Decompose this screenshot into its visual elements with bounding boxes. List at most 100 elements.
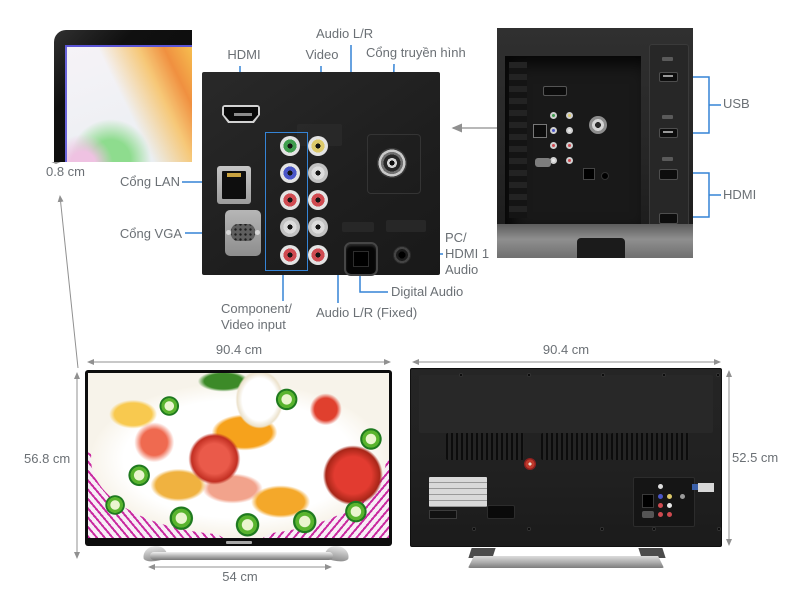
screw [527,373,531,377]
photo-vent-ridges [509,62,527,218]
audio-fixed-label: Audio L/R (Fixed) [316,305,418,320]
photo-rca-red [566,157,573,164]
photo-rca-green [550,112,557,119]
photo-antenna-barrel [589,116,607,134]
bezel-leader-arrow [57,195,79,369]
screw [601,373,605,377]
lan-port-contacts [227,173,241,177]
component-group-outline [265,132,308,271]
vent-grille [541,433,608,460]
antenna-label: Cổng truyền hình [366,45,466,60]
back-height-label: 52.5 cm [732,450,779,465]
back-port-dot [658,512,663,517]
stand-bar-front [150,552,333,560]
hdmi-port [222,105,260,123]
photo-hdmi-marking [662,157,673,161]
rca-jack-audio-fixed-l [308,217,328,237]
back-logo-badge [524,458,536,470]
back-small-sticker [698,483,714,492]
component-label: Component/ Video input [221,301,292,333]
front-height-label: 56.8 cm [24,451,71,466]
hdmi-port-cavity [224,107,258,121]
photo-mini-lan [533,124,547,138]
back-port-recess [633,477,695,527]
back-vga-port [642,511,654,518]
hdmi-port-pins [234,113,252,116]
tv-front-screen [88,373,389,538]
vent-grille [611,433,689,460]
photo-usb-marking [662,115,673,119]
photo-usb-port-2 [659,128,678,138]
back-port-dot [658,503,663,508]
back-port-dot [658,494,663,499]
photo-rca-blue [550,127,557,134]
rca-jack-audio-l [308,163,328,183]
front-width-label: 90.4 cm [215,342,263,357]
pc-audio-label: PC/ HDMI 1 Audio [445,230,489,278]
screw [652,527,656,531]
audio-lr-label: Audio L/R [316,26,374,41]
power-connector [487,505,515,519]
back-port-dot [667,503,672,508]
photo-stand-foot [577,238,625,258]
pc-audio-label-line3: Audio [445,262,479,277]
optical-port-cavity [353,251,369,267]
side-ports-photo [497,28,693,258]
rca-jack-component-pr [280,190,300,210]
photo-rca-red [550,142,557,149]
stand-width-label: 54 cm [222,569,258,584]
hdmi-photo-label: HDMI [723,187,757,202]
serial-sticker [429,510,457,519]
photo-port-recess [505,56,641,224]
rca-jack-audio-fixed-r [308,245,328,265]
lan-port [217,166,251,204]
digital-audio-label: Digital Audio [391,284,464,299]
back-width-label: 90.4 cm [542,342,590,357]
screw [527,527,531,531]
panel-molding [342,222,374,232]
photo-mini-jack [601,172,609,180]
rca-jack-audio-r [308,190,328,210]
stand-bar-back [468,556,664,568]
pc-audio-label-line1: PC/ [445,230,467,245]
component-label-line2: Video input [221,317,286,332]
lan-label: Cổng LAN [120,174,180,189]
back-port-dot [667,512,672,517]
panel-molding [386,220,426,232]
back-upper-panel [419,375,713,433]
photo-usb-marking [662,57,673,61]
vga-screw [255,230,260,235]
bezel-measure-label: 0.8 cm [46,164,86,179]
tv-back-view [410,368,722,547]
vga-screw [226,230,231,235]
bezel-closeup-photo [46,4,192,162]
photo-rca-red [566,142,573,149]
vga-port [225,210,261,256]
usb-label: USB [723,96,750,111]
ports-diagram-panel [202,72,440,276]
screw [662,373,666,377]
pc-audio-jack [393,246,411,264]
vga-label: Cổng VGA [119,226,182,241]
photo-mini-hdmi [543,86,567,96]
rca-jack-component-audio-l [280,217,300,237]
back-port-dot [658,484,663,489]
back-blue-chip [692,484,698,490]
antenna-port [377,148,407,178]
photo-rca-white [566,127,573,134]
spec-sticker [429,477,487,507]
vent-grille [446,433,524,460]
tv-front-view [85,370,392,546]
screw [459,373,463,377]
rca-jack-component-pb [280,163,300,183]
pc-audio-label-line2: HDMI 1 [445,246,490,261]
screw [716,373,720,377]
screw [600,527,604,531]
video-label: Video [305,47,339,62]
vga-dsub [231,224,255,241]
rca-jack-component-y [280,136,300,156]
photo-mini-optical [583,168,595,180]
hdmi-label: HDMI [227,47,261,62]
photo-side-port-strip [649,44,689,252]
